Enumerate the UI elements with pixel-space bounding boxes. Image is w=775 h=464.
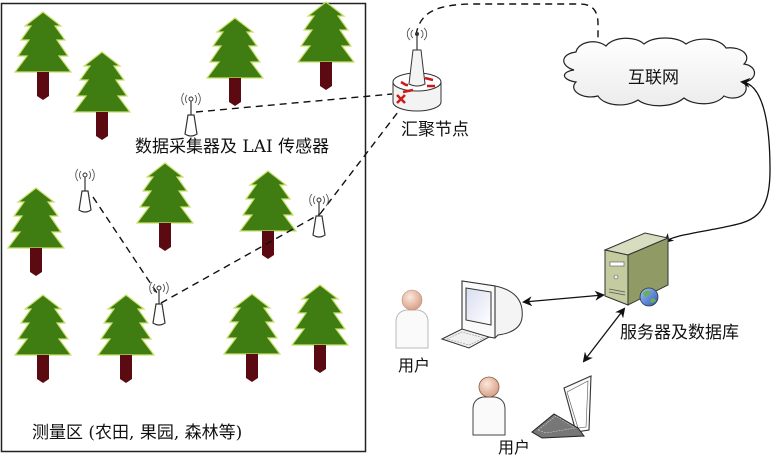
- link-sensor2-sensor3: [92, 196, 160, 297]
- globe-icon: [639, 287, 659, 307]
- internet-server-link: [663, 77, 771, 244]
- tree-icon: [239, 170, 297, 260]
- sink-node-router-icon: [392, 27, 442, 112]
- link-sink-internet: [415, 3, 599, 48]
- user-label-laptop: 用户: [498, 438, 531, 457]
- user-avatar-icon: [472, 376, 506, 436]
- tree-icon: [73, 51, 131, 141]
- tree-icon: [297, 1, 355, 91]
- tree-icon: [97, 294, 155, 384]
- sensor-label: 数据采集器及 LAI 传感器: [135, 137, 330, 157]
- tree-icon: [14, 11, 72, 101]
- tree-icon: [206, 17, 264, 107]
- laptop-server-link: [582, 307, 626, 363]
- measurement-area-label: 测量区 (农田, 果园, 森林等): [32, 423, 243, 443]
- wireless-links: [92, 3, 599, 304]
- laptop-icon: [531, 375, 592, 439]
- tree-icon: [291, 284, 349, 374]
- user-label-desktop: 用户: [398, 356, 431, 375]
- tree-icon: [223, 293, 281, 383]
- sensor-device-icon: [181, 92, 201, 137]
- user-avatar-icon: [395, 289, 429, 349]
- sensor-device-icon: [149, 281, 169, 326]
- sensor-device-icon: [75, 168, 95, 213]
- link-sensor1-sink: [195, 93, 393, 113]
- internet-label: 互联网: [628, 68, 679, 88]
- desktop-server-link: [522, 290, 605, 307]
- sink-node-label: 汇聚节点: [401, 120, 469, 140]
- server-label: 服务器及数据库: [620, 323, 739, 343]
- tree-icon: [7, 187, 65, 277]
- tree-icon: [14, 294, 72, 384]
- server-icon: [603, 232, 670, 307]
- link-sensor4-sink: [319, 111, 399, 215]
- link-sensor3-sensor4: [160, 213, 321, 304]
- tree-icon: [136, 162, 194, 252]
- sensor-device-icon: [309, 193, 329, 238]
- desktop-computer-icon: [440, 280, 523, 349]
- measurement-area-box: [0, 2, 367, 453]
- sensors: [75, 92, 329, 326]
- trees: [7, 1, 355, 384]
